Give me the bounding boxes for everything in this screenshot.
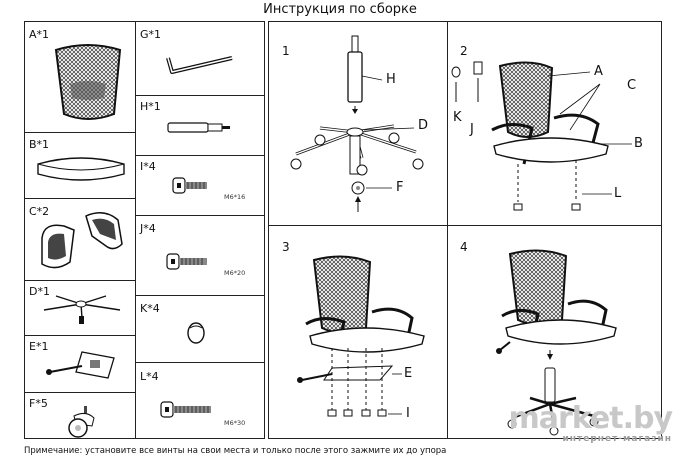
part-label-a: A*1 <box>29 28 50 41</box>
step-2-callout-a: A <box>594 64 603 79</box>
step-3-callout-e: E <box>404 366 413 381</box>
step-4-illustration <box>496 249 617 436</box>
step-2-illustration <box>451 61 632 211</box>
step-2-number: 2 <box>460 44 468 58</box>
part-label-e: E*1 <box>29 340 49 353</box>
step-2-callout-k: K <box>453 110 462 125</box>
part-label-b: B*1 <box>29 138 50 151</box>
base-illustration <box>43 295 121 324</box>
step-3-number: 3 <box>282 240 290 254</box>
part-label-l: L*4 <box>140 370 159 383</box>
step-2-callout-b: B <box>634 136 643 151</box>
assembly-note: Примечание: установите все винты на свои… <box>24 446 447 456</box>
part-label-d: D*1 <box>29 285 50 298</box>
step-1-callout-h: H <box>386 72 396 87</box>
step-2-callout-c: C <box>627 78 637 93</box>
step-2-callout-j: J <box>470 122 474 137</box>
watermark-brand: market.by <box>508 401 673 436</box>
step-2-callout-l: L <box>614 186 622 201</box>
hex-key-illustration <box>166 56 233 74</box>
size-label-j: M6*20 <box>224 269 246 277</box>
step-3-illustration <box>297 255 425 417</box>
bolt-j-illustration <box>166 253 207 270</box>
size-label-i: M6*16 <box>224 193 246 201</box>
watermark-subtitle: интернет-магазин <box>562 434 672 444</box>
part-label-j: J*4 <box>140 222 156 235</box>
armrests-illustration <box>41 212 123 269</box>
part-label-c: C*2 <box>29 205 50 218</box>
step-1-number: 1 <box>282 44 290 58</box>
step-3-callout-i: I <box>406 406 410 421</box>
part-label-h: H*1 <box>140 100 161 113</box>
bolt-l-illustration <box>160 401 211 418</box>
caster-illustration <box>68 406 95 438</box>
step-1-callout-d: D <box>418 118 429 133</box>
part-label-g: G*1 <box>140 28 162 41</box>
part-label-f: F*5 <box>29 397 48 410</box>
cap-illustration <box>187 322 205 344</box>
watermark: market.by интернет-магазин <box>508 401 673 445</box>
gas-lift-illustration <box>167 122 230 133</box>
bolt-i-illustration <box>172 177 207 194</box>
mechanism-illustration <box>46 351 115 379</box>
step-1-callout-f: F <box>396 180 404 195</box>
part-label-i: I*4 <box>140 160 156 173</box>
size-label-l: M6*30 <box>224 419 246 427</box>
page-title: Инструкция по сборке <box>263 2 417 17</box>
step-1-illustration <box>290 35 424 212</box>
part-label-k: K*4 <box>140 302 160 315</box>
backrest-illustration <box>54 44 122 120</box>
step-4-number: 4 <box>460 240 468 254</box>
seat-illustration <box>37 157 125 181</box>
